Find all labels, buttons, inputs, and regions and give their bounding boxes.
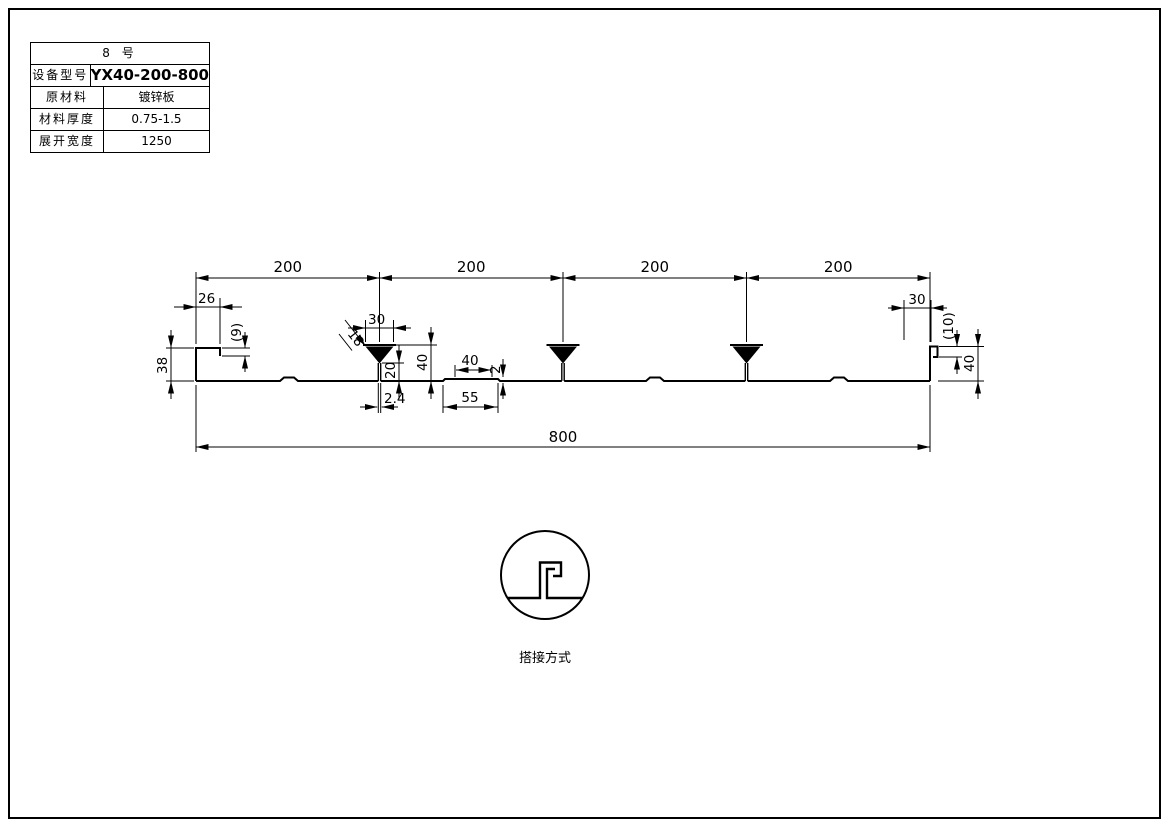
sheet-number: 8 号 — [102, 46, 138, 60]
dimension-right-end: 30 (10) 40 — [888, 292, 984, 399]
lap-detail-circle — [500, 530, 590, 620]
dim-overall-width: 800 — [549, 428, 578, 446]
dim-step-bottom-width: 55 — [461, 390, 478, 406]
thickness-label: 材料厚度 — [31, 109, 104, 130]
dim-rib-height: 40 — [415, 354, 431, 371]
profile-outline — [195, 344, 939, 382]
right-edge-hook — [929, 345, 939, 381]
dimension-overall-width: 800 — [195, 385, 931, 452]
dimension-left-end: 26 (9) 38 — [155, 291, 250, 399]
dim-right-hook-drop: (10) — [941, 312, 957, 340]
left-edge-hook — [195, 347, 221, 381]
sheet-border — [8, 8, 1161, 819]
dovetail-rib-3 — [730, 344, 763, 381]
title-block-row-thickness: 材料厚度 0.75-1.5 — [31, 109, 209, 131]
dim-pitch-3: 200 — [640, 258, 669, 276]
dim-rib-flank: 18 — [344, 327, 367, 350]
title-block: 8 号 设备型号 YX40-200-800 原材料 镀锌板 材料厚度 0.75-… — [30, 42, 210, 153]
dim-right-edge-height: 40 — [962, 355, 978, 372]
lap-detail-female-hook — [508, 561, 563, 600]
dim-left-hook-drop: (9) — [229, 323, 245, 342]
dim-stem-gap: 2.4 — [384, 391, 405, 407]
dovetail-rib-1 — [363, 344, 396, 381]
dimension-rib-detail: 30 18 20 40 40 2 — [338, 312, 507, 413]
thickness-value: 0.75-1.5 — [131, 112, 182, 126]
title-block-row-material: 原材料 镀锌板 — [31, 87, 209, 109]
dim-pitch-2: 200 — [457, 258, 486, 276]
dim-pitch-1: 200 — [273, 258, 302, 276]
model-value: YX40-200-800 — [90, 66, 209, 84]
dim-left-edge-height: 38 — [155, 357, 171, 374]
dim-pitch-4: 200 — [824, 258, 853, 276]
dim-rib-stem-height: 20 — [383, 362, 399, 379]
material-value: 镀锌板 — [138, 90, 175, 104]
title-block-row-width: 展开宽度 1250 — [31, 131, 209, 152]
dimension-top-pitches: 200 200 200 200 — [195, 258, 931, 344]
dim-step-top-width: 40 — [461, 353, 478, 369]
lap-detail-caption: 搭接方式 — [519, 650, 571, 666]
feed-width-label: 展开宽度 — [31, 131, 104, 152]
dim-step-height: 2 — [488, 365, 504, 374]
model-label: 设备型号 — [31, 65, 91, 86]
material-label: 原材料 — [31, 87, 104, 108]
dim-left-hook-width: 26 — [198, 291, 215, 307]
dovetail-rib-2 — [546, 344, 580, 381]
dim-right-hook-width: 30 — [908, 292, 925, 308]
lap-detail: 搭接方式 — [500, 530, 590, 666]
lap-detail-male-hook — [545, 567, 582, 600]
title-block-header-row: 8 号 — [31, 43, 209, 65]
title-block-row-model: 设备型号 YX40-200-800 — [31, 65, 209, 87]
dim-rib-top-width: 30 — [368, 312, 385, 328]
feed-width-value: 1250 — [141, 134, 172, 148]
